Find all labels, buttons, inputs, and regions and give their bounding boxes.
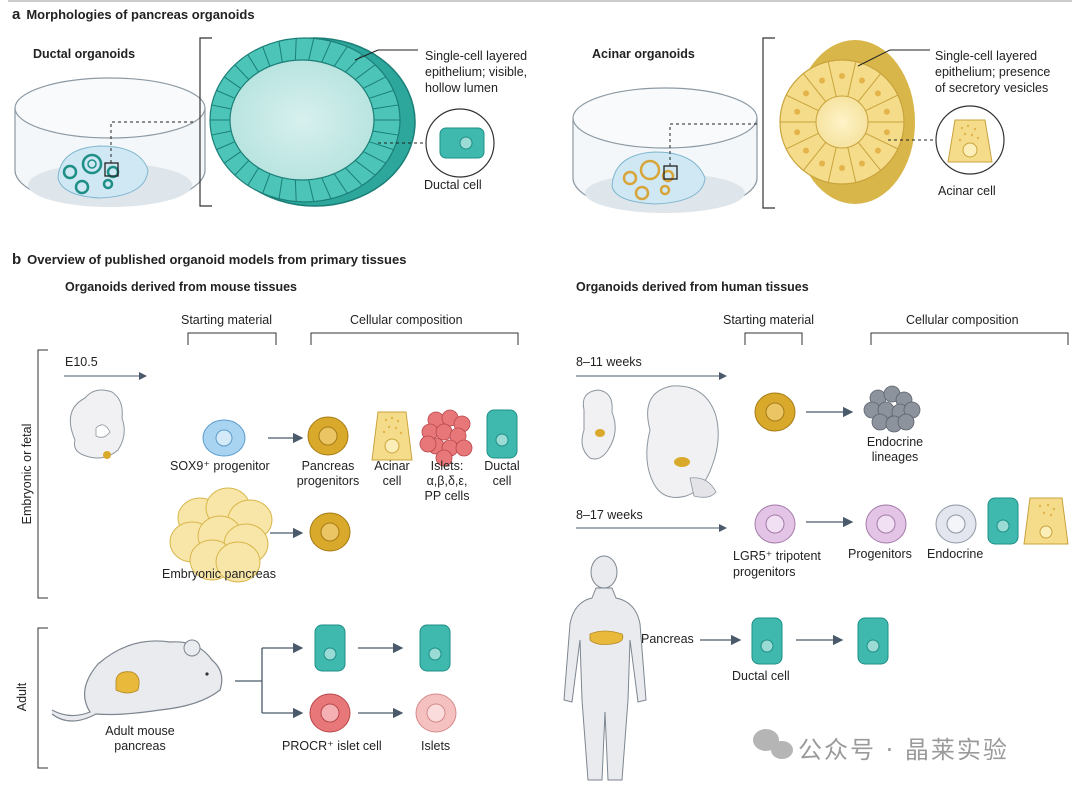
human-col-comp: Cellular composition: [906, 313, 1019, 327]
panel-a-title: a Morphologies of pancreas organoids: [12, 6, 255, 23]
endocrine-cluster-icon: [863, 385, 921, 433]
sox9-label: SOX9⁺ progenitor: [170, 459, 270, 473]
comp-label-islets: Islets: α,β,δ,ε, PP cells: [424, 459, 470, 503]
adult-bracket: [37, 627, 48, 769]
wechat-icon: [753, 729, 793, 759]
side-label-embryonic: Embryonic or fetal: [20, 423, 34, 525]
ductal-heading: Ductal organoids: [33, 47, 136, 61]
mouse-heading: Organoids derived from mouse tissues: [65, 280, 298, 294]
mouse-col-comp: Cellular composition: [350, 313, 463, 327]
human-time1: 8–11 weeks: [576, 355, 642, 369]
ductal-cell-icon: [486, 409, 518, 459]
pancreas-progenitor-cell: [307, 416, 349, 456]
islets-cell: [415, 693, 457, 733]
lgr5-progenitor-cell: [754, 504, 796, 544]
panel-b-title-text: Overview of published organoid models fr…: [27, 252, 407, 267]
adult-ductal-cell-2: [419, 624, 451, 672]
panel-a-letter: a: [12, 6, 21, 23]
embryonic-pancreas-icon: [169, 487, 273, 583]
adult-ductal-cell-1: [314, 624, 346, 672]
mouse-embryo-icon: [69, 389, 125, 459]
human-fetus-small-icon: [581, 389, 616, 460]
human-ductal-cell-label: Ductal cell: [732, 669, 790, 683]
ductal-organoid-icon: [209, 37, 416, 207]
mouse-start-bracket: [187, 332, 277, 345]
adult-mouse-label: Adult mouse pancreas: [105, 724, 175, 753]
mouse-col-start: Starting material: [181, 313, 273, 327]
acinar-bracket: [762, 37, 775, 209]
embryonic-progenitor-cell: [309, 512, 351, 552]
human-progenitors-cell: [865, 504, 907, 544]
acinar-callout-3: of secretory vesicles: [935, 81, 1049, 95]
side-label-adult: Adult: [15, 682, 29, 712]
human-pancreas-ductal-cell: [751, 617, 783, 665]
human-fetus-large-icon: [646, 385, 719, 498]
acinar-callout-1: Single-cell layered: [935, 49, 1038, 63]
adult-fork-arrows: [235, 642, 404, 719]
ductal-dish-icon: [14, 77, 206, 207]
pancreas-label: Pancreas: [641, 632, 694, 646]
adult-mouse-icon: [51, 639, 223, 722]
islet-cluster-icon: [419, 409, 473, 467]
human-start-bracket: [744, 332, 803, 345]
mouse-comp-bracket: [310, 332, 519, 345]
endocrine-lineages-label: Endocrine lineages: [866, 435, 924, 464]
ductal-cell-label: Ductal cell: [424, 178, 482, 192]
progenitors-label: Progenitors: [848, 547, 912, 561]
acinar-cell-icon: [371, 411, 413, 461]
embryonic-pancreas-label: Embryonic pancreas: [162, 567, 276, 581]
comp-label-acinar: Acinar cell: [374, 459, 410, 488]
human-ductal-organoid-cell: [857, 617, 889, 665]
ductal-callout-2: epithelium; visible,: [425, 65, 528, 79]
ductal-bracket: [199, 37, 212, 207]
human-endocrine-cell: [935, 504, 977, 544]
sox9-progenitor-cell: [202, 419, 246, 457]
human-comp-bracket: [870, 332, 1069, 345]
procr-islet-cell: [309, 693, 351, 733]
human-acinar-cell-icon: [1023, 497, 1069, 545]
ductal-callout-3: hollow lumen: [425, 81, 498, 95]
acinar-callout-line: [857, 49, 891, 67]
panel-a-title-text: Morphologies of pancreas organoids: [26, 7, 255, 22]
acinar-callout-2: epithelium; presence: [935, 65, 1051, 79]
islets-label: Islets: [421, 739, 451, 753]
panel-b-title: b Overview of published organoid models f…: [12, 251, 406, 268]
human-progenitor-cell: [754, 392, 796, 432]
comp-label-ductal: Ductal cell: [484, 459, 520, 488]
ductal-callout-1: Single-cell layered: [425, 49, 528, 63]
embryonic-bracket: [37, 349, 48, 599]
ductal-cell-zoom: [425, 108, 495, 178]
timepoint-e105: E10.5: [65, 355, 98, 369]
endocrine-label: Endocrine: [927, 547, 984, 561]
human-col-start: Starting material: [723, 313, 815, 327]
comp-label-progenitors: Pancreas progenitors: [296, 459, 360, 488]
lgr5-label-2: progenitors: [733, 565, 796, 579]
lgr5-label-1: LGR5⁺ tripotent: [733, 549, 821, 563]
panel-b-letter: b: [12, 251, 22, 268]
human-body-icon: [563, 555, 647, 781]
acinar-cell-label: Acinar cell: [938, 184, 996, 198]
acinar-dish-icon: [572, 87, 760, 213]
acinar-cell-zoom: [935, 105, 1005, 175]
watermark-text: 公众号 · 晶莱实验: [798, 736, 1009, 764]
acinar-organoid-icon: [779, 40, 915, 204]
acinar-heading: Acinar organoids: [592, 47, 695, 61]
human-ductal-cell-icon: [987, 497, 1019, 545]
ductal-callout-line: [354, 49, 379, 61]
human-time2: 8–17 weeks: [576, 508, 643, 522]
human-heading: Organoids derived from human tissues: [576, 280, 809, 294]
procr-label: PROCR⁺ islet cell: [282, 739, 382, 753]
